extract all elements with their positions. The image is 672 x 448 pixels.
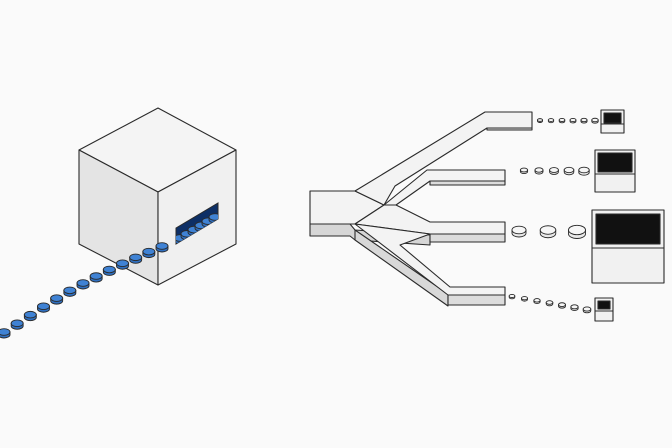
- output-disc-1: [580, 117, 588, 124]
- output-disc-2: [534, 167, 544, 175]
- output-disc-1: [547, 118, 555, 124]
- arm-2-end: [429, 180, 506, 186]
- output-disc-4: [508, 294, 516, 300]
- arm-4-end: [447, 294, 506, 306]
- output-disc-4: [545, 300, 554, 307]
- stream-disc: [102, 265, 116, 276]
- arm-3-end: [429, 233, 506, 243]
- output-disc-4: [521, 296, 528, 302]
- stream-disc: [23, 310, 37, 322]
- output-disc-2: [578, 166, 590, 176]
- splitter-arm-1-top: [354, 111, 533, 206]
- stream-disc: [89, 272, 103, 283]
- stream-disc: [63, 286, 77, 297]
- output-disc-3: [568, 224, 586, 239]
- output-disc-3: [511, 225, 527, 238]
- output-disc-3: [539, 225, 557, 239]
- output-disc-1: [558, 118, 566, 124]
- stream-disc: [129, 253, 143, 264]
- branching-splitter: [309, 111, 533, 307]
- output-bin-3: [591, 209, 665, 284]
- stream-disc: [0, 328, 11, 339]
- output-disc-rows: [508, 117, 599, 314]
- output-disc-1: [591, 117, 599, 124]
- output-disc-4: [558, 302, 566, 309]
- output-disc-2: [549, 167, 559, 175]
- output-disc-4: [570, 304, 579, 311]
- stream-disc: [116, 259, 129, 270]
- output-bin-1: [600, 109, 625, 134]
- central-cube: [78, 107, 237, 286]
- stream-disc: [155, 242, 169, 253]
- output-disc-1: [537, 118, 543, 123]
- incoming-disc-stream: [0, 242, 169, 339]
- slot-disc: [208, 213, 218, 224]
- splitter-arm-lower-side: [354, 229, 449, 307]
- stream-disc: [76, 279, 90, 290]
- stream-disc: [37, 302, 50, 313]
- output-bin-2: [594, 149, 636, 193]
- stream-disc: [142, 247, 156, 259]
- output-bins: [591, 109, 665, 322]
- arm-1-end: [486, 127, 533, 131]
- output-disc-4: [582, 306, 592, 314]
- output-bin-4: [594, 297, 614, 322]
- output-disc-1: [569, 117, 577, 124]
- stream-disc: [50, 294, 64, 305]
- output-disc-2: [519, 167, 529, 175]
- stream-disc: [10, 319, 24, 330]
- output-disc-2: [563, 166, 575, 176]
- output-disc-4: [533, 298, 541, 304]
